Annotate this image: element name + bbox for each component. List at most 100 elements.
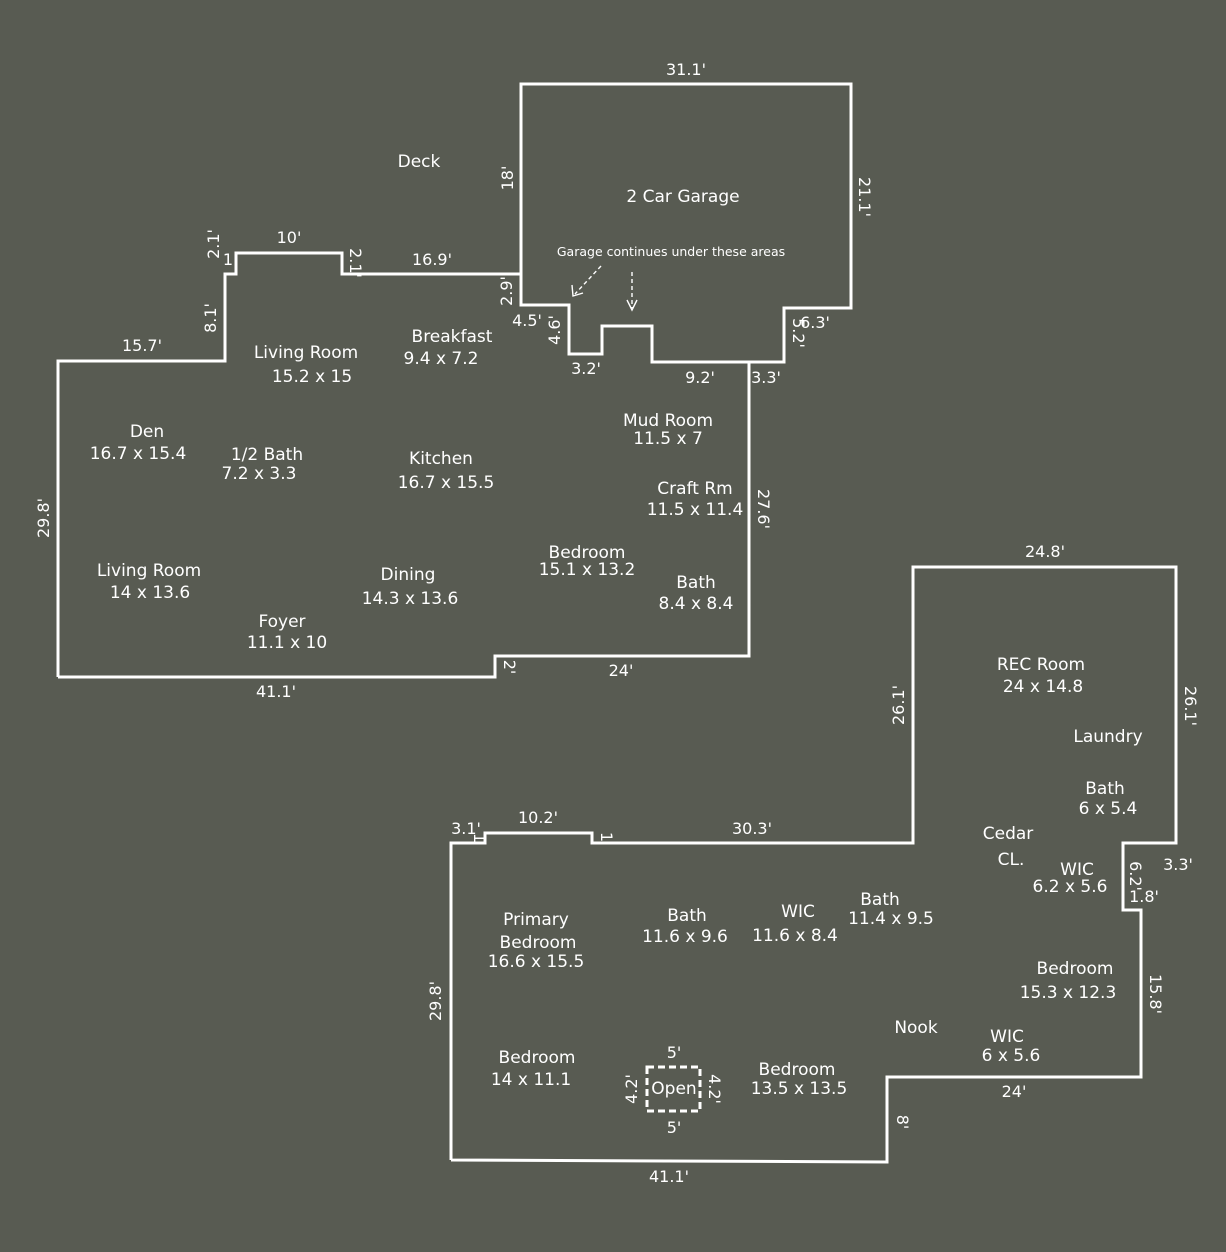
bath-lower-2-size: 11.6 x 9.6 — [642, 927, 728, 947]
wic-2-size: 11.6 x 8.4 — [752, 926, 838, 946]
dim-lower-right-a: 6.2' — [1126, 861, 1145, 891]
cedar-closet-label-2: CL. — [998, 850, 1025, 870]
cedar-closet-label: Cedar — [983, 824, 1034, 844]
den-size: 16.7 x 15.4 — [90, 444, 187, 464]
dim-open-right: 4.2' — [705, 1074, 724, 1104]
dim-bump-left: 2.1' — [204, 229, 223, 259]
dim-garage-left: 18' — [498, 166, 517, 191]
bedroom-lower-2-label: Bedroom — [499, 1048, 576, 1068]
dim-lower-bottom-step: 8' — [893, 1115, 912, 1130]
half-bath-size: 7.2 x 3.3 — [222, 464, 297, 484]
dim-garage-top: 31.1' — [666, 60, 706, 79]
bedroom-lower-2-size: 14 x 11.1 — [491, 1070, 571, 1090]
dining-size: 14.3 x 13.6 — [362, 589, 459, 609]
dim-lower-bottom-left: 41.1' — [649, 1167, 689, 1186]
dim-bottom-step: 2' — [500, 660, 519, 675]
bedroom-lower-3-size: 13.5 x 13.5 — [751, 1079, 848, 1099]
foyer-size: 11.1 x 10 — [247, 633, 327, 653]
open-area-label: Open — [651, 1079, 696, 1099]
garage-label: 2 Car Garage — [626, 187, 739, 207]
bedroom-upper-label: Bedroom — [549, 543, 626, 563]
wic-3-label: WIC — [990, 1027, 1024, 1047]
dim-lower-right-side: 15.8' — [1146, 974, 1165, 1014]
dim-left-side: 29.8' — [34, 498, 53, 538]
dim-left-step: 8.1' — [201, 303, 220, 333]
open-area-outline — [645, 1065, 702, 1113]
half-bath-label: 1/2 Bath — [231, 445, 303, 465]
dim-open-top: 5' — [667, 1043, 682, 1062]
mud-room-size: 11.5 x 7 — [633, 429, 703, 449]
living-room-top-label: Living Room — [254, 343, 358, 363]
bath-lower-2-label: Bath — [667, 906, 707, 926]
dim-rec-right: 26.1' — [1181, 686, 1200, 726]
dim-lower-top-right: 24.8' — [1025, 542, 1065, 561]
dim-bump-right: 2.1' — [346, 248, 365, 278]
wic-2-label: WIC — [781, 902, 815, 922]
primary-bedroom-label-2: Bedroom — [500, 933, 577, 953]
breakfast-size: 9.4 x 7.2 — [404, 349, 479, 369]
dim-step-d: 9.2' — [685, 368, 715, 387]
dim-bottom-left: 41.1' — [256, 682, 296, 701]
dim-bump-top: 10' — [277, 228, 302, 247]
bedroom-lower-1-size: 15.3 x 12.3 — [1020, 983, 1117, 1003]
bedroom-lower-1-label: Bedroom — [1037, 959, 1114, 979]
primary-bedroom-label: Primary — [503, 910, 569, 930]
dim-open-left: 4.2' — [622, 1074, 641, 1104]
bath-lower-1-label: Bath — [1085, 779, 1125, 799]
dim-lower-step-one: 1 — [597, 832, 616, 842]
living-room-top-size: 15.2 x 15 — [272, 367, 352, 387]
wic-3-size: 6 x 5.6 — [982, 1046, 1041, 1066]
upper-floor: Deck 2 Car Garage Garage continues under… — [34, 60, 874, 701]
dim-deck-wall: 16.9' — [412, 250, 452, 269]
dim-lower-left-side: 29.8' — [426, 981, 445, 1021]
craft-room-label: Craft Rm — [657, 479, 732, 499]
dim-bottom-right: 24' — [609, 661, 634, 680]
lower-floor-outline — [449, 565, 1178, 1164]
dim-lower-right-step: 3.3' — [1163, 855, 1193, 874]
deck-label: Deck — [398, 152, 441, 172]
kitchen-label: Kitchen — [409, 449, 473, 469]
bath-lower-3-size: 11.4 x 9.5 — [848, 909, 934, 929]
dim-lower-right-b: 1.8' — [1129, 887, 1159, 906]
dim-bump-step: 1 — [223, 250, 233, 269]
mud-room-label: Mud Room — [623, 411, 713, 431]
foyer-label: Foyer — [258, 612, 305, 632]
dim-garage-right: 21.1' — [855, 177, 874, 217]
garage-step-wall — [519, 274, 749, 364]
dim-step-f: 6.3' — [800, 313, 830, 332]
bedroom-upper-size: 15.1 x 13.2 — [539, 560, 636, 580]
dim-lower-step-left: 3.1' — [451, 819, 481, 838]
dim-right-side: 27.6' — [754, 489, 773, 529]
living-room-bottom-size: 14 x 13.6 — [110, 583, 190, 603]
den-label: Den — [130, 422, 164, 442]
dim-step-b: 4.6' — [545, 315, 564, 345]
dim-garage-step: 2.9' — [497, 276, 516, 306]
rec-room-size: 24 x 14.8 — [1003, 677, 1083, 697]
dim-lower-bottom-right: 24' — [1002, 1082, 1027, 1101]
dim-lower-top-mid: 30.3' — [732, 819, 772, 838]
bath-upper-size: 8.4 x 8.4 — [659, 594, 734, 614]
wic-1-size: 6.2 x 5.6 — [1033, 877, 1108, 897]
primary-bedroom-size: 16.6 x 15.5 — [488, 952, 585, 972]
nook-label: Nook — [894, 1018, 938, 1038]
dim-step-e: 3.3' — [751, 368, 781, 387]
upper-floor-outline — [56, 82, 853, 679]
bath-upper-label: Bath — [676, 573, 716, 593]
wic-1-label: WIC — [1060, 860, 1094, 880]
dim-rec-left: 26.1' — [889, 685, 908, 725]
dim-step-a: 4.5' — [512, 311, 542, 330]
bedroom-lower-3-label: Bedroom — [759, 1060, 836, 1080]
dining-label: Dining — [381, 565, 436, 585]
craft-room-size: 11.5 x 11.4 — [647, 500, 744, 520]
dim-open-bottom: 5' — [667, 1118, 682, 1137]
garage-note: Garage continues under these areas — [557, 244, 785, 259]
dim-step-g: 5.2' — [789, 318, 808, 348]
bath-lower-1-size: 6 x 5.4 — [1079, 799, 1138, 819]
dim-lower-step-tiny: 1 — [470, 833, 489, 843]
dim-left-top: 15.7' — [122, 336, 162, 355]
living-room-bottom-label: Living Room — [97, 561, 201, 581]
lower-floor: REC Room 24 x 14.8 Laundry Bath 6 x 5.4 … — [426, 542, 1200, 1186]
dim-lower-bump-top: 10.2' — [518, 808, 558, 827]
breakfast-label: Breakfast — [412, 327, 493, 347]
